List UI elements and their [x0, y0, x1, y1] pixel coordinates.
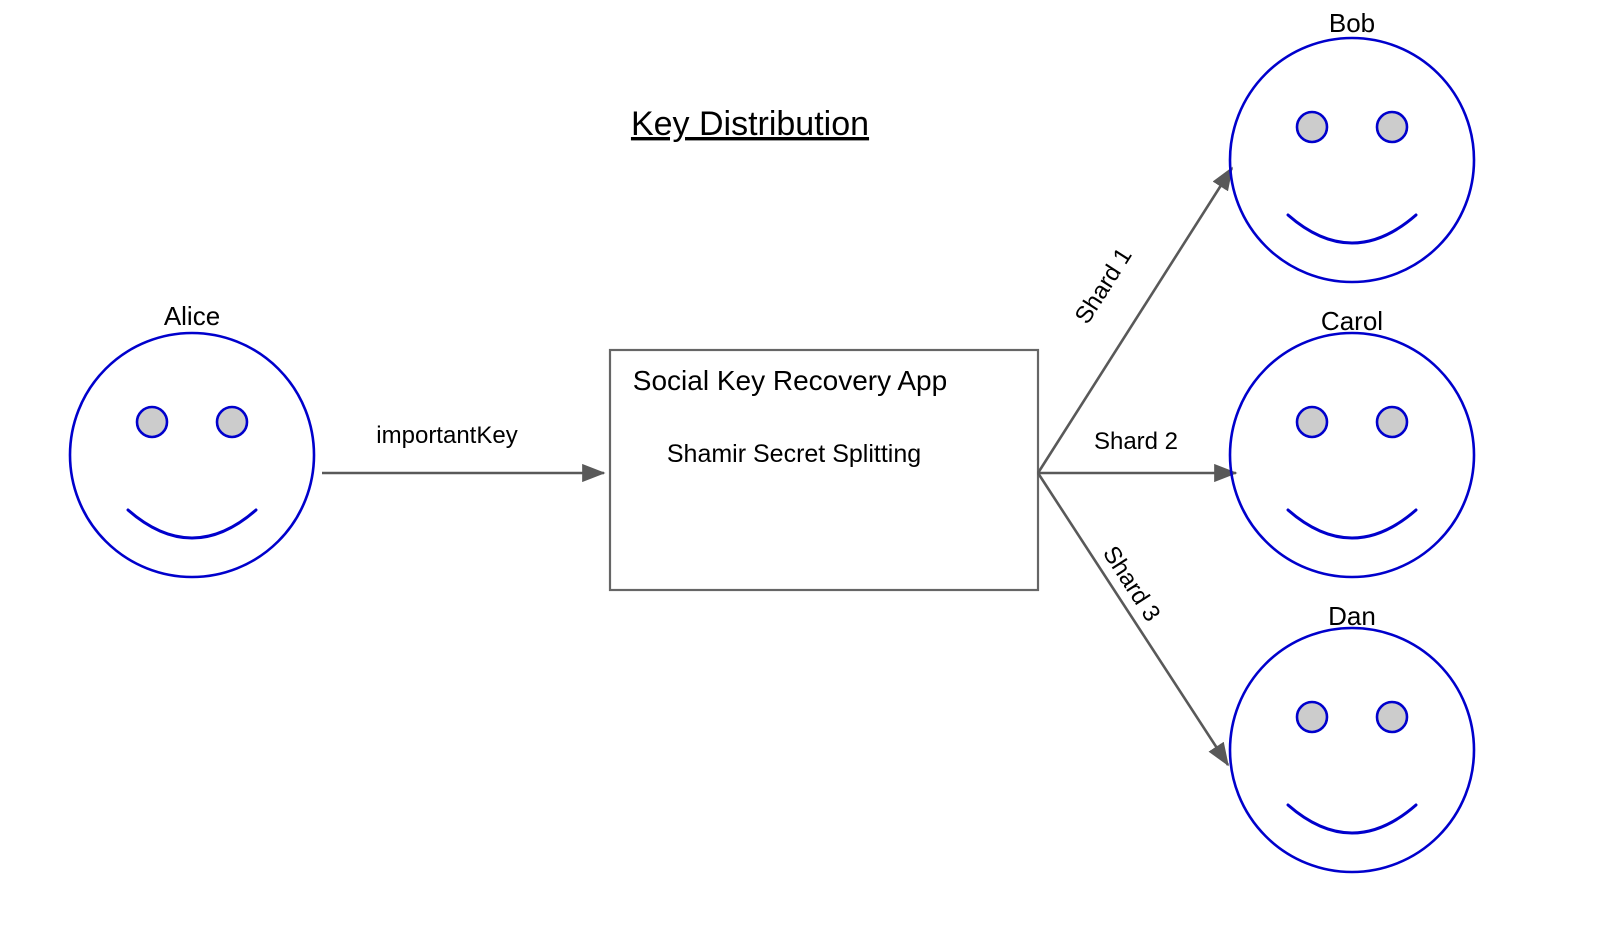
eye-left-icon	[135, 405, 169, 439]
face-outline-icon	[1228, 331, 1476, 579]
eye-left-icon	[1295, 110, 1329, 144]
eye-right-icon	[1375, 110, 1409, 144]
edge-label-shard-3: Shard 3	[1097, 541, 1165, 626]
eye-left-icon	[1295, 405, 1329, 439]
face-outline-icon	[1228, 36, 1476, 284]
edge-line-shard-1	[1036, 166, 1234, 474]
process-box-social-key-recovery-app[interactable]: Social Key Recovery App Shamir Secret Sp…	[608, 348, 1040, 592]
smile-icon	[1286, 508, 1418, 540]
eye-right-icon	[215, 405, 249, 439]
edge-shard-2: Shard 2	[1038, 428, 1238, 483]
avatar-dan[interactable]: Dan	[1228, 601, 1476, 874]
eye-right-icon	[1375, 405, 1409, 439]
process-box-rect	[608, 348, 1040, 592]
edge-label-important-key: importantKey	[376, 422, 517, 449]
edge-line-shard-3	[1036, 472, 1230, 767]
edge-label-shard-2: Shard 2	[1094, 428, 1178, 455]
smile-icon	[1286, 803, 1418, 835]
edge-shard-3: Shard 3	[1036, 472, 1230, 767]
face-outline-icon	[68, 331, 316, 579]
avatar-label-bob: Bob	[1329, 8, 1375, 38]
process-box-title: Social Key Recovery App	[633, 365, 947, 396]
avatar-alice[interactable]: Alice	[68, 301, 316, 579]
smile-icon	[126, 508, 258, 540]
edge-label-shard-1: Shard 1	[1070, 243, 1138, 328]
eye-left-icon	[1295, 700, 1329, 734]
eye-right-icon	[1375, 700, 1409, 734]
avatar-label-carol: Carol	[1321, 306, 1383, 336]
smile-icon	[1286, 213, 1418, 245]
avatar-label-dan: Dan	[1328, 601, 1376, 631]
avatar-bob[interactable]: Bob	[1228, 8, 1476, 284]
edge-important-key: importantKey	[322, 422, 606, 483]
process-box-subtitle: Shamir Secret Splitting	[667, 440, 921, 468]
face-outline-icon	[1228, 626, 1476, 874]
avatar-label-alice: Alice	[164, 301, 220, 331]
avatar-carol[interactable]: Carol	[1228, 306, 1476, 579]
page-title: Key Distribution	[631, 105, 869, 143]
